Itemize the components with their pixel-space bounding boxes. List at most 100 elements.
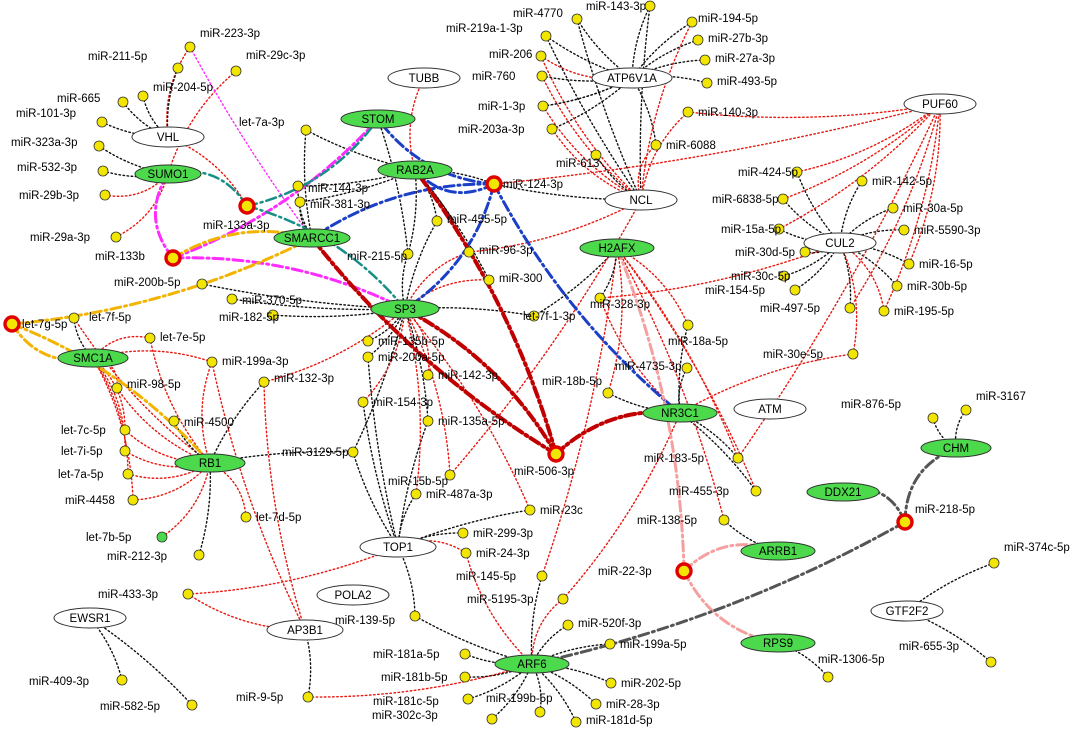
gene-node-h2afx[interactable]: H2AFX — [579, 238, 655, 258]
mirna-node-mir-139-5p[interactable]: miR-139-5p — [335, 610, 421, 627]
mirna-node-mir-219a-1-3p[interactable]: miR-219a-1-3p — [446, 23, 552, 42]
mirna-node-mir-30c-5p[interactable]: miR-30c-5p — [731, 270, 790, 283]
mirna-node-mir-200b-5p[interactable]: miR-200b-5p — [114, 277, 208, 290]
mirna-node-mir-9-5p[interactable]: miR-9-5p — [236, 691, 314, 704]
mirna-node-mir-3167[interactable]: miR-3167 — [960, 391, 1026, 416]
mirna-node-mir-455-3p[interactable]: miR-455-3p — [669, 485, 762, 498]
gene-node-top1[interactable]: TOP1 — [359, 536, 437, 558]
gene-node-pola2[interactable]: POLA2 — [316, 584, 390, 606]
mirna-node-mir-300[interactable]: miR-300 — [483, 273, 542, 286]
mirna-node-mir-370-5p[interactable]: miR-370-5p — [226, 293, 302, 307]
mirna-node-mir-135b-5p[interactable]: miR-135b-5p — [362, 335, 444, 348]
mirna-node-mir-212-3p[interactable]: miR-212-3p — [107, 549, 205, 563]
gene-node-ddx21[interactable]: DDX21 — [806, 482, 880, 502]
gene-node-stom[interactable]: STOM — [340, 109, 416, 129]
mirna-node-mir-142-5p[interactable]: miR-142-5p — [856, 175, 932, 188]
mirna-node-mir-506-3p[interactable]: miR-506-3p — [514, 445, 574, 478]
gene-node-sp3[interactable]: SP3 — [370, 299, 440, 319]
mirna-node-mir-655-3p[interactable]: miR-655-3p — [899, 641, 997, 668]
mirna-node-let-7c-5p[interactable]: let-7c-5p — [61, 424, 131, 437]
mirna-node-mir-24-3p[interactable]: miR-24-3p — [460, 547, 530, 560]
gene-node-ap3b1[interactable]: AP3B1 — [266, 619, 344, 641]
gene-node-nr3c1[interactable]: NR3C1 — [642, 403, 718, 423]
mirna-node-mir-493-5p[interactable]: miR-493-5p — [701, 76, 777, 89]
mirna-node-let-7a-3p[interactable]: let-7a-3p — [239, 117, 312, 136]
mirna-node-mir-96-3p[interactable]: miR-96-3p — [463, 245, 533, 258]
mirna-node-mir-199a-3p[interactable]: miR-199a-3p — [206, 356, 288, 368]
mirna-node-mir-760[interactable]: miR-760 — [472, 70, 548, 83]
mirna-node-mir-487a-3p[interactable]: miR-487a-3p — [410, 488, 492, 501]
mirna-node-let-7d-5p[interactable]: let-7d-5p — [240, 511, 301, 524]
mirna-node-mir-5590-3p[interactable]: miR-5590-3p — [898, 224, 980, 237]
mirna-node-mir-29c-3p[interactable]: miR-29c-3p — [230, 50, 305, 77]
mirna-node-mir-455-5p[interactable]: miR-455-5p — [431, 214, 507, 227]
mirna-node-mir-124-3p[interactable]: miR-124-3p — [485, 175, 563, 193]
mirna-node-mir-15a-5p[interactable]: miR-15a-5p — [721, 223, 785, 236]
gene-node-gtf2f2[interactable]: GTF2F2 — [870, 600, 944, 622]
mirna-node-mir-29b-3p[interactable]: miR-29b-3p — [19, 189, 111, 202]
gene-node-cul2[interactable]: CUL2 — [803, 232, 877, 254]
mirna-node-mir-6088[interactable]: miR-6088 — [650, 139, 716, 152]
mirna-node-mir-30b-5p[interactable]: miR-30b-5p — [891, 280, 967, 293]
mirna-node-mir-1306-5p[interactable]: miR-1306-5p — [818, 654, 884, 683]
mirna-node-mir-6838-5p[interactable]: miR-6838-5p — [712, 193, 789, 206]
mirna-node-mir-665[interactable]: miR-665 — [57, 93, 129, 108]
mirna-node-mir-30d-5p[interactable]: miR-30d-5p — [735, 246, 811, 259]
mirna-node-mir-328-3p[interactable]: miR-328-3p — [590, 292, 650, 311]
mirna-node-mir-302c-3p[interactable]: miR-302c-3p — [372, 710, 498, 725]
mirna-node-mir-203a-3p[interactable]: miR-203a-3p — [458, 123, 558, 136]
mirna-node-mir-194-5p[interactable]: miR-194-5p — [686, 13, 758, 28]
mirna-node-mir-183-5p[interactable]: miR-183-5p — [644, 452, 744, 465]
mirna-node-mir-199a-5p[interactable]: miR-199a-5p — [604, 638, 686, 651]
gene-node-smarcc1[interactable]: SMARCC1 — [273, 228, 351, 248]
mirna-node-mir-4458[interactable]: miR-4458 — [65, 494, 139, 507]
mirna-node-mir-200a-5p[interactable]: miR-200a-5p — [362, 351, 444, 364]
mirna-node-mir-215-5p[interactable]: miR-215-5p — [347, 248, 414, 263]
mirna-node-mir-218-5p[interactable]: miR-218-5p — [896, 504, 975, 531]
mirna-node-mir-23c[interactable]: miR-23c — [524, 504, 583, 517]
mirna-node-mir-299-3p[interactable]: miR-299-3p — [457, 527, 533, 540]
gene-node-ewsr1[interactable]: EWSR1 — [53, 607, 127, 629]
mirna-node-mir-16-5p[interactable]: miR-16-5p — [903, 258, 973, 271]
mirna-node-mir-532-3p[interactable]: miR-532-3p — [17, 162, 109, 177]
mirna-node-mir-29a-3p[interactable]: miR-29a-3p — [30, 231, 122, 244]
mirna-node-mir-4735-3p[interactable]: miR-4735-3p — [615, 361, 693, 374]
gene-node-atm[interactable]: ATM — [733, 398, 807, 420]
gene-node-chm[interactable]: CHM — [920, 438, 992, 458]
mirna-node-mir-30e-5p[interactable]: miR-30e-5p — [763, 348, 859, 361]
mirna-node-let-7e-5p[interactable]: let-7e-5p — [144, 332, 205, 344]
mirna-node-let-7f-5p[interactable]: let-7f-5p — [68, 312, 131, 324]
gene-node-sumo1[interactable]: SUMO1 — [134, 164, 202, 184]
mirna-node-mir-28-3p[interactable]: miR-28-3p — [590, 698, 660, 711]
mirna-node-mir-223-3p[interactable]: miR-223-3p — [184, 28, 260, 53]
gene-node-tubb[interactable]: TUBB — [387, 67, 461, 89]
mirna-node-mir-381-3p[interactable]: miR-381-3p — [294, 196, 370, 211]
mirna-node-mir-133a-3p[interactable]: miR-133a-3p — [203, 197, 269, 232]
mirna-node-mir-3129-5p[interactable]: miR-3129-5p — [282, 446, 359, 459]
gene-node-arf6[interactable]: ARF6 — [494, 654, 570, 674]
gene-node-smc1a[interactable]: SMC1A — [57, 348, 129, 368]
mirna-node-mir-182-5p[interactable]: miR-182-5p — [219, 309, 279, 324]
mirna-node-mir-424-5p[interactable]: miR-424-5p — [738, 166, 803, 179]
mirna-node-mir-181c-5p[interactable]: miR-181c-5p — [373, 693, 474, 708]
mirna-node-mir-433-3p[interactable]: miR-433-3p — [98, 588, 194, 601]
mirna-node-mir-22-3p[interactable]: miR-22-3p — [598, 562, 693, 580]
mirna-node-mir-211-5p[interactable]: miR-211-5p — [88, 51, 184, 74]
gene-node-arrb1[interactable]: ARRB1 — [740, 541, 816, 561]
mirna-node-mir-195-5p[interactable]: miR-195-5p — [878, 305, 954, 318]
gene-node-rb1[interactable]: RB1 — [174, 453, 246, 473]
mirna-node-mir-4770[interactable]: miR-4770 — [513, 8, 583, 25]
mirna-node-mir-142-3p[interactable]: miR-142-3p — [422, 369, 498, 382]
mirna-node-let-7a-5p[interactable]: let-7a-5p — [58, 468, 134, 481]
mirna-node-mir-101-3p[interactable]: miR-101-3p — [16, 108, 108, 128]
mirna-node-mir-876-5p[interactable]: miR-876-5p — [841, 399, 939, 424]
mirna-node-mir-582-5p[interactable]: miR-582-5p — [100, 699, 198, 713]
mirna-node-mir-323a-3p[interactable]: miR-323a-3p — [11, 137, 105, 152]
mirna-node-mir-202-5p[interactable]: miR-202-5p — [605, 677, 681, 690]
mirna-node-mir-132-3p[interactable]: miR-132-3p — [258, 373, 334, 388]
mirna-node-mir-140-3p[interactable]: miR-140-3p — [682, 106, 758, 119]
mirna-node-mir-613[interactable]: miR-613 — [556, 149, 602, 170]
mirna-node-mir-135a-5p[interactable]: miR-135a-5p — [422, 415, 504, 428]
mirna-node-mir-143-3p[interactable]: miR-143-3p — [586, 0, 656, 13]
mirna-node-mir-206[interactable]: miR-206 — [489, 49, 547, 62]
